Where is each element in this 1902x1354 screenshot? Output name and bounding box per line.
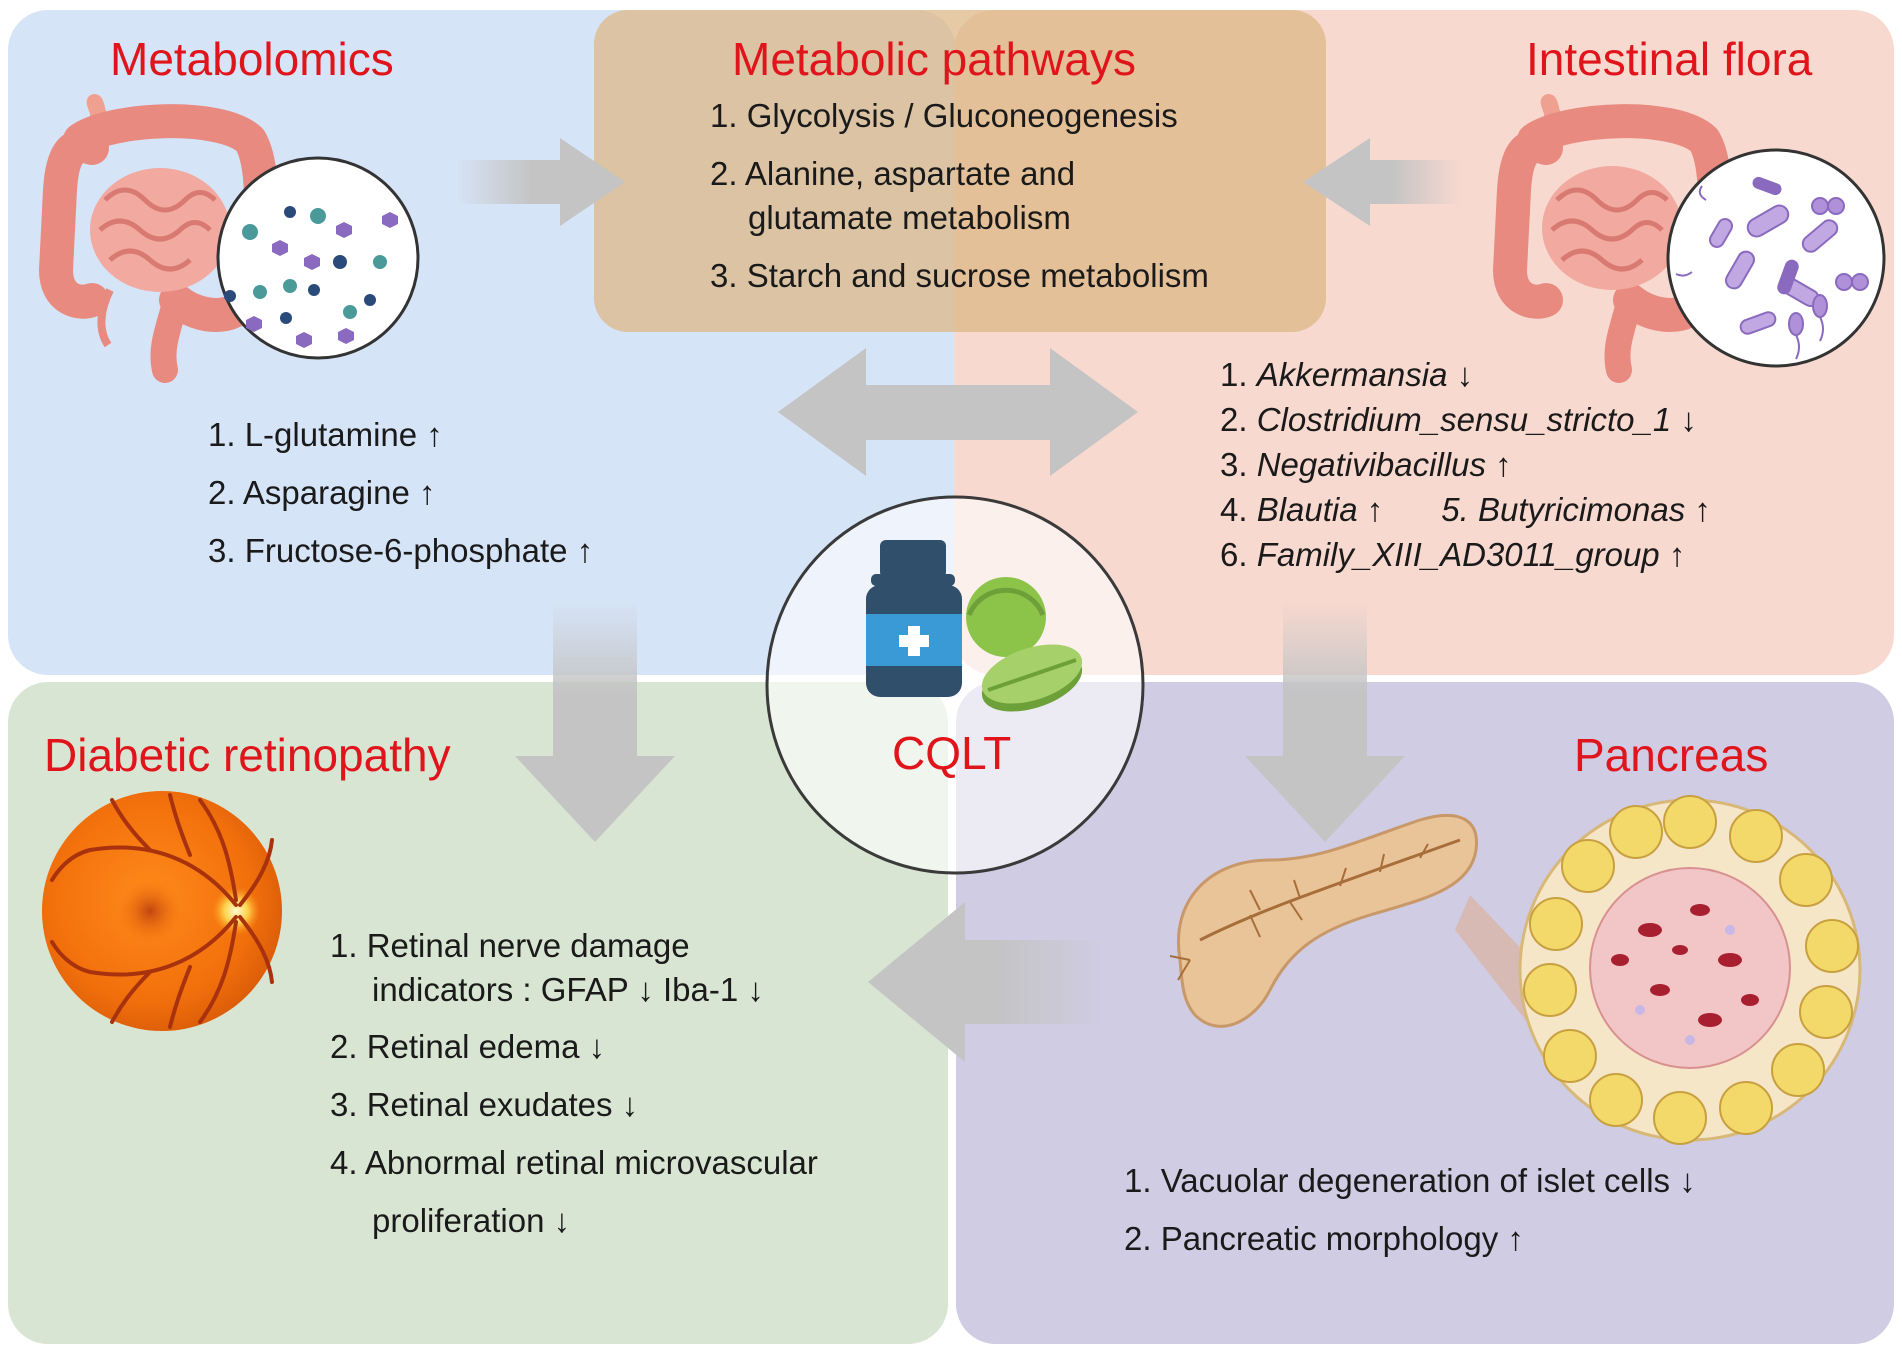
pancreas-title: Pancreas [1574, 729, 1769, 781]
arrow-metabolomics-to-pathways [455, 138, 625, 226]
pathways-title: Metabolic pathways [732, 33, 1136, 85]
list-item: 1. L-glutamine ↑ [208, 416, 443, 453]
list-item: 4. Abnormal retinal microvascular [330, 1144, 818, 1181]
retinopathy-list: 1. Retinal nerve damage indicators : GFA… [330, 924, 818, 1250]
cqlt-drug-icon [765, 495, 1145, 875]
list-item: 3. Fructose-6-phosphate ↑ [208, 532, 594, 569]
list-item: 3. Retinal exudates ↓ [330, 1086, 639, 1123]
pathways-panel [594, 10, 1326, 332]
list-item: 1. Vacuolar degeneration of islet cells … [1124, 1162, 1696, 1199]
list-item: 1. Glycolysis / Gluconeogenesis [710, 97, 1178, 134]
list-item-continued: proliferation ↓ [372, 1202, 571, 1239]
retina-icon [42, 791, 282, 1031]
retinopathy-title: Diabetic retinopathy [44, 729, 451, 781]
list-item: 2. Pancreatic morphology ↑ [1124, 1220, 1524, 1257]
bacteria-circle-icon [1666, 148, 1886, 368]
arrow-metabolomics-to-retinopathy [515, 600, 675, 842]
metabolomics-title: Metabolomics [110, 33, 394, 85]
list-item-continued: indicators : GFAP ↓ Iba-1 ↓ [372, 971, 764, 1008]
list-item: 2. Retinal edema ↓ [330, 1028, 606, 1065]
flora-list: 1. Akkermansia ↓ 2. Clostridium_sensu_st… [1220, 352, 1711, 577]
pancreas-list: 1. Vacuolar degeneration of islet cells … [1124, 1152, 1696, 1268]
list-item: 2. Clostridium_sensu_stricto_1 ↓ [1220, 401, 1697, 438]
list-item: 2. Alanine, aspartate and [710, 155, 1076, 192]
metabolite-circle-icon [216, 156, 420, 360]
pancreas-icon [1169, 814, 1580, 1090]
list-item: 6. Family_XIII_AD3011_group ↑ [1220, 536, 1686, 573]
list-item: 1. Akkermansia ↓ [1220, 356, 1474, 393]
double-arrow [778, 348, 1138, 476]
arrow-flora-to-pancreas [1245, 600, 1405, 842]
list-item: 1. Retinal nerve damage [330, 927, 690, 964]
list-item-continued: glutamate metabolism [748, 199, 1071, 236]
flora-title: Intestinal flora [1526, 33, 1813, 85]
list-item: 3. Starch and sucrose metabolism [710, 257, 1209, 294]
metabolomics-list: 1. L-glutamine ↑ 2. Asparagine ↑ 3. Fruc… [208, 406, 593, 580]
pathways-list: 1. Glycolysis / Gluconeogenesis 2. Alani… [710, 94, 1209, 298]
islet-cells-icon [1518, 795, 1862, 1145]
list-item: 2. Asparagine ↑ [208, 474, 436, 511]
intestine-metabolomics-icon [38, 94, 278, 383]
cqlt-label: CQLT [892, 727, 1012, 779]
list-item: 3. Negativibacillus ↑ [1220, 446, 1512, 483]
arrow-pancreas-to-retinopathy [868, 902, 1105, 1062]
list-item: 4. Blautia ↑5. Butyricimonas ↑ [1220, 491, 1711, 528]
arrow-flora-to-pathways [1303, 138, 1462, 226]
